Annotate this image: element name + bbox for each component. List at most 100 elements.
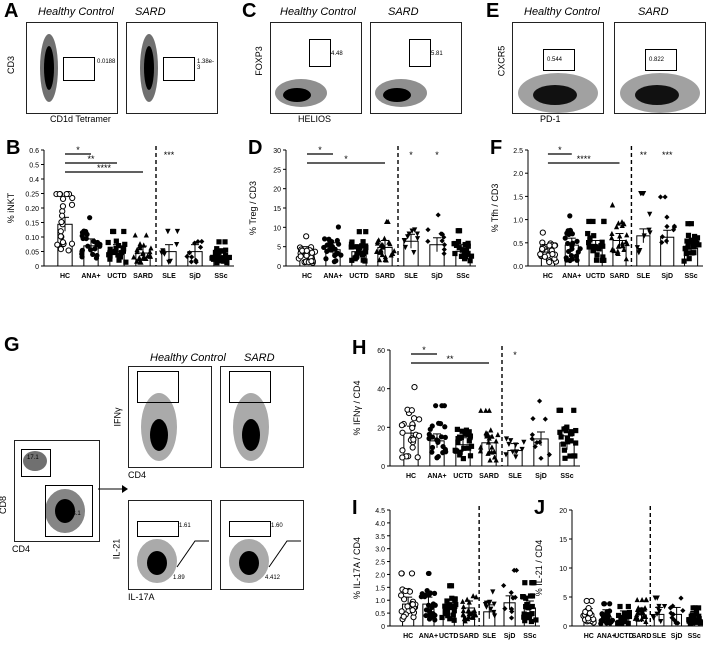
- data-point: [453, 448, 459, 454]
- data-point: [354, 251, 360, 257]
- data-point: [623, 256, 629, 262]
- data-point: [462, 431, 468, 437]
- data-point: [569, 240, 576, 246]
- data-point: [361, 250, 367, 257]
- x-tick-label: SARD: [610, 273, 630, 280]
- data-point: [465, 240, 471, 246]
- facs-plot-cd4-cd8: 17.1 63.1: [14, 440, 100, 542]
- data-point: [669, 615, 675, 621]
- facs-density-sard-c: [375, 79, 427, 107]
- data-point: [438, 434, 445, 440]
- data-point: [56, 190, 63, 198]
- data-point: [565, 248, 572, 255]
- data-point: [139, 250, 146, 257]
- data-point: [508, 438, 514, 444]
- data-point: [493, 457, 499, 463]
- data-point: [485, 439, 492, 445]
- data-point: [466, 438, 472, 444]
- x-tick-label: ANA+: [562, 273, 581, 280]
- y-tick-label: 25: [273, 167, 281, 174]
- data-point: [639, 596, 645, 603]
- data-point: [68, 201, 76, 208]
- data-point: [466, 608, 472, 614]
- data-point: [409, 601, 416, 608]
- y-axis-label: % Treg / CD3: [248, 181, 258, 235]
- data-point: [685, 240, 691, 246]
- data-point: [132, 232, 138, 238]
- data-point: [619, 222, 625, 229]
- gate-value: 0.0188: [97, 59, 116, 65]
- data-point: [615, 248, 621, 254]
- data-point: [303, 247, 310, 254]
- data-point: [65, 247, 72, 254]
- data-point: [186, 250, 193, 256]
- data-point: [619, 243, 625, 249]
- axis-label-cd1d: CD1d Tetramer: [50, 114, 111, 124]
- data-point: [391, 248, 397, 254]
- data-point: [663, 238, 670, 244]
- data-point: [444, 598, 450, 604]
- panel-label-i: I: [352, 497, 358, 519]
- data-point: [120, 245, 126, 251]
- data-point: [539, 245, 546, 253]
- data-point: [527, 593, 534, 599]
- panel-label-j: J: [534, 497, 545, 519]
- x-tick-label: ANA+: [323, 273, 342, 280]
- y-tick-label: 4.0: [375, 521, 385, 528]
- facs-title-hc-c: Healthy Control: [280, 6, 356, 18]
- data-point: [398, 422, 405, 429]
- data-point: [216, 255, 222, 262]
- data-point: [121, 228, 127, 235]
- data-point: [622, 618, 628, 624]
- data-point: [456, 228, 463, 234]
- data-point: [333, 258, 339, 264]
- facs-title-sard-g: SARD: [244, 352, 275, 364]
- x-tick-label: SjD: [431, 273, 443, 280]
- data-point: [546, 242, 553, 249]
- data-point: [520, 594, 526, 600]
- facs-title-hc-e: Healthy Control: [524, 6, 600, 18]
- data-point: [601, 218, 607, 225]
- y-tick-label: 1.5: [375, 585, 385, 592]
- data-point: [58, 218, 65, 226]
- data-point: [422, 594, 428, 600]
- data-point: [107, 246, 113, 252]
- axis-label-ifng: IFNγ: [112, 407, 123, 427]
- data-point: [115, 242, 122, 249]
- data-point: [571, 407, 577, 413]
- data-point: [209, 255, 215, 261]
- data-point: [429, 423, 435, 429]
- data-point: [510, 449, 516, 455]
- data-point: [463, 254, 469, 260]
- y-tick-label: 0: [381, 624, 385, 631]
- data-point: [529, 603, 535, 610]
- data-point: [477, 448, 484, 454]
- data-point: [93, 255, 100, 261]
- data-point: [657, 194, 664, 200]
- data-point: [615, 220, 622, 226]
- data-point: [167, 258, 173, 264]
- data-point: [423, 607, 430, 613]
- x-tick-label: SARD: [459, 633, 479, 640]
- y-tick-label: 3.0: [375, 547, 385, 554]
- data-point: [565, 240, 571, 247]
- x-tick-label: SjD: [671, 633, 683, 640]
- significance-star: *: [422, 345, 426, 355]
- data-point: [332, 246, 338, 252]
- data-point: [464, 596, 470, 602]
- data-point: [573, 253, 579, 259]
- data-point: [696, 242, 702, 248]
- data-point: [349, 257, 355, 263]
- data-point: [449, 595, 455, 601]
- x-tick-label: UCTD: [107, 273, 126, 280]
- data-point: [222, 239, 228, 245]
- data-point: [526, 605, 532, 611]
- data-point: [489, 449, 495, 455]
- data-point: [626, 609, 633, 616]
- data-point: [410, 436, 417, 443]
- data-point: [682, 246, 688, 252]
- data-point: [568, 253, 575, 259]
- data-point: [574, 238, 580, 244]
- data-point: [463, 427, 470, 433]
- data-point: [214, 252, 220, 258]
